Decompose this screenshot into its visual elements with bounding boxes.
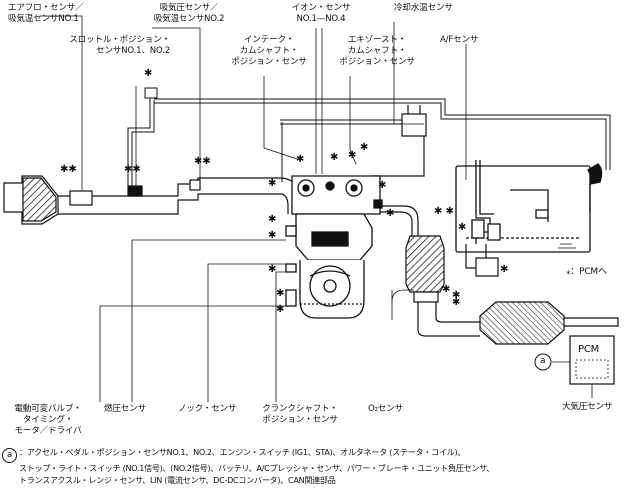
svg-text:✱: ✱ [268,230,276,241]
svg-text:✱: ✱ [330,152,338,163]
ion-sensor-label: イオン・センサ NO.1—NO.4 [291,3,351,24]
svg-text:✱: ✱ [452,290,460,301]
svg-text:✱✱: ✱✱ [60,164,77,175]
pcm-legend: ⁎：PCMへ [566,267,607,277]
svg-text:✱: ✱ [360,142,368,153]
svg-text:✱: ✱ [268,178,276,189]
svg-text:✱: ✱ [144,68,152,79]
crankshaft-sensor-label: クランクシャフト・ ポジション・センサ [262,404,338,425]
throttle-position-sensor-label: スロットル・ポジション・ センサNO.1、NO.2 [69,35,170,56]
intake-duct [58,177,299,215]
evap-parts [465,244,499,277]
footnote-line-3: トランスアクスル・レンジ・センサ、LIN (電流センサ、DC-DCコンバータ)、… [19,474,336,485]
svg-text:✱: ✱ [378,180,386,191]
svg-text:✱: ✱ [276,304,284,315]
svg-text:✱: ✱ [268,214,276,225]
svg-text:✱: ✱ [442,284,450,295]
pcm-box [534,335,615,385]
svg-text:✱✱: ✱✱ [194,156,211,167]
svg-text:✱: ✱ [452,297,460,308]
vacuum-hoses [127,87,611,186]
knock-sensor-label: ノック・センサ [178,404,237,414]
svg-text:✱: ✱ [268,264,276,275]
svg-text:✱: ✱ [386,208,394,219]
exhaust-cam-sensor-label: エキゾースト・ カムシャフト・ ポジション・センサ [339,35,415,67]
map-sensor-label: 吸気圧センサ／ 吸気温センサNO.2 [153,3,225,24]
svg-text:✱: ✱ [458,222,466,233]
pcm-box-label: PCM [578,344,600,355]
o2-sensor-label: O₂センサ [368,404,403,414]
af-sensor-label: A/Fセンサ [440,35,479,45]
fuel-tank [455,160,603,253]
footnote-line-2: ストップ・ライト・スイッチ (NO.1信号)、(NO.2信号)、バッテリ、A/C… [19,463,495,473]
svg-text:✱ ✱: ✱ ✱ [434,206,454,217]
vvt-motor-label: 電動可変バルブ・ タイミング・ モータ／ドライバ [14,404,82,436]
airflow-sensor-label: エアフロ・センサ／ 吸気温センサNO.1 [8,3,84,24]
svg-text:✱: ✱ [276,288,284,299]
svg-text:✱: ✱ [296,154,304,165]
coolant-temp-sensor-label: 冷却水温センサ [394,3,453,13]
fuel-pressure-sensor-label: 燃圧センサ [104,404,146,414]
intake-cam-sensor-label: インテーク・ カムシャフト・ ポジション・センサ [231,35,307,67]
barometric-sensor-label: 大気圧センサ [562,402,613,412]
leader-lines [40,15,593,402]
circle-a-label: a [540,356,546,366]
pcm-connection-marks: ✱✱ ✱✱ ✱✱ ✱ ✱ ✱ ✱ ✱ ✱ ✱ ✱ ✱ ✱ ✱ ✱ ✱ ✱ ✱ ✱… [60,68,508,315]
exhaust-system [372,205,619,345]
engine-block [285,175,383,319]
footnote-line-1: ：アクセル・ペダル・ポジション・センサNO.1、NO.2、エンジン・スイッチ (… [19,447,466,457]
svg-text:✱: ✱ [348,150,356,161]
svg-text:✱✱: ✱✱ [124,164,141,175]
footnote-marker: a [2,448,17,463]
footnote: a：アクセル・ペダル・ポジション・センサNO.1、NO.2、エンジン・スイッチ … [2,447,632,486]
air-cleaner [3,175,59,225]
svg-text:✱: ✱ [500,264,508,275]
